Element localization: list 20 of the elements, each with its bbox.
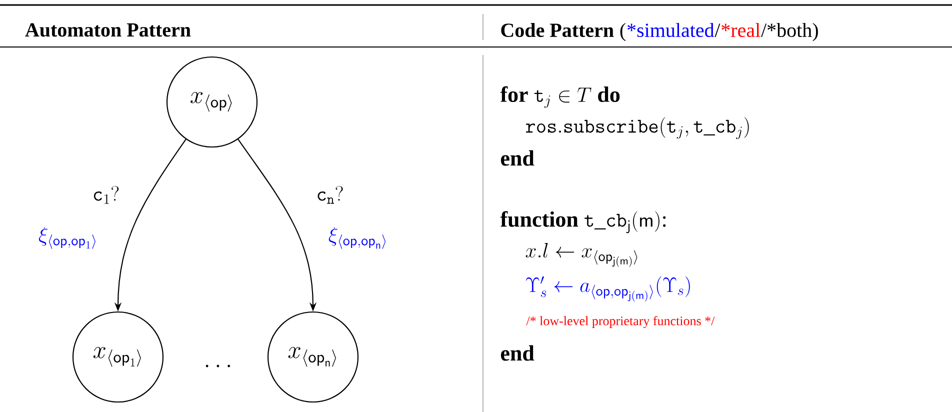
code-line: $x.l\leftarrow x_{\langle\mathsf{op}_{\mathsf{j(m)}}\rangle}$ [526,242,638,268]
code-line: $\textbf{function}\ \mathtt{t\_cb}_\mathsf{j}(\mathsf{m})\textrm{:}$ [500,211,666,234]
column-heading: Automaton Pattern [25,23,191,37]
ellipsis: $\ldots$ [206,364,230,368]
heading-note: *real [722,22,760,38]
code-line: $\textbf{for}\ \mathtt{t}_j\in T\ \textbf{do}$ [500,86,620,108]
code-comment: /* low-level proprietary functions */ [526,316,715,328]
update-label: $\xi_{\langle\mathsf{op},\mathsf{op}_\mathsf{n}\rangle}$ [328,227,386,249]
heading-note: / [714,24,720,38]
code-line: $\Upsilon'_s\leftarrow a_{\langle\mathsf{op},\mathsf{op}_{\mathsf{j(m)}}\rangle}(\Upsilon_s)$ [526,276,690,302]
code-line: $\textbf{end}$ [500,150,534,166]
heading-note: *simulated [628,22,714,38]
column-heading: Code Pattern [501,22,614,38]
edge-label: $\mathtt{c}_1?$ [94,186,119,204]
code-line: $\textbf{end}$ [500,345,534,361]
heading-note: ( [620,22,626,42]
code-line: $\mathtt{ros.subscribe}(\mathtt{t}_j,\mathtt{t\_cb}_j)$ [526,117,749,140]
heading-note: /*both) [761,22,818,42]
update-label: $\xi_{\langle\mathsf{op},\mathsf{op}_1\rangle}$ [38,227,96,249]
edge-label: $\mathtt{c}_\mathtt{n}?$ [318,186,343,204]
